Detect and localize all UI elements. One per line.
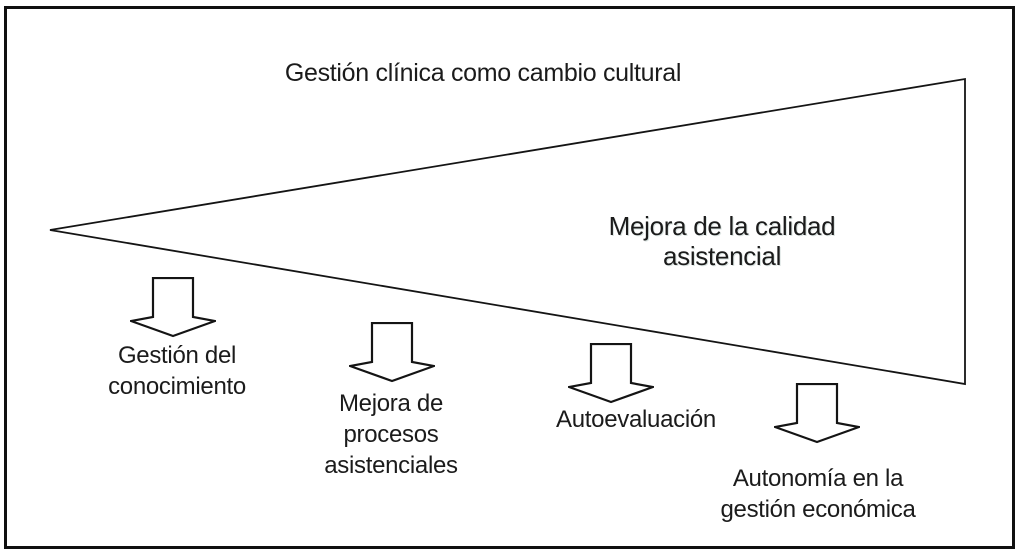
down-arrow-icon [130, 277, 216, 338]
funnel-label: Mejora de la calidad asistencial [608, 211, 836, 271]
arrow-label-autoevaluacion: Autoevaluación [556, 406, 716, 433]
arrow-label-mejora-procesos: Mejora de procesos asistenciales [324, 390, 458, 479]
down-arrow-icon [774, 383, 860, 444]
arrow-label-autonomia-economica: Autonomía en la gestión económica [720, 465, 916, 523]
arrow-label-gestion-conocimiento: Gestión del conocimiento [108, 342, 246, 400]
down-arrow-icon [349, 322, 435, 383]
figure-title: Gestión clínica como cambio cultural [284, 59, 682, 87]
down-arrow-icon [568, 343, 654, 404]
